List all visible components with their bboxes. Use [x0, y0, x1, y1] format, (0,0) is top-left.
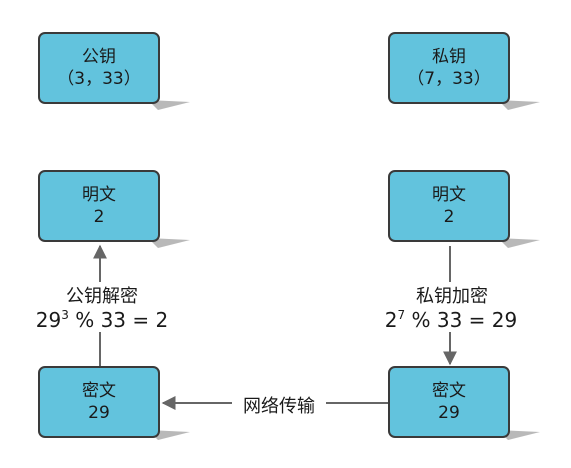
public-key-value: （3，33）	[57, 69, 141, 89]
ciphertext-left-title: 密文	[82, 381, 116, 401]
decrypt-label: 公钥解密	[50, 282, 154, 308]
ciphertext-left-box: 密文 29	[38, 366, 160, 438]
public-key-title: 公钥	[82, 47, 116, 67]
plaintext-right-title: 明文	[432, 185, 466, 205]
private-key-title: 私钥	[432, 47, 466, 67]
plaintext-left-title: 明文	[82, 185, 116, 205]
private-key-value: （7，33）	[407, 69, 491, 89]
public-key-box: 公钥 （3，33）	[38, 32, 160, 104]
plaintext-left-value: 2	[93, 207, 105, 227]
decrypt-formula: 293 % 33 = 2	[22, 308, 182, 332]
ciphertext-right-box: 密文 29	[388, 366, 510, 438]
private-key-box: 私钥 （7，33）	[388, 32, 510, 104]
plaintext-right-value: 2	[443, 207, 455, 227]
ciphertext-right-title: 密文	[432, 381, 466, 401]
encrypt-label: 私钥加密	[400, 282, 504, 308]
network-label: 网络传输	[232, 392, 326, 418]
box-shadows	[148, 100, 540, 440]
ciphertext-right-value: 29	[438, 403, 460, 423]
plaintext-left-box: 明文 2	[38, 170, 160, 242]
encrypt-formula: 27 % 33 = 29	[370, 308, 532, 332]
ciphertext-left-value: 29	[88, 403, 110, 423]
plaintext-right-box: 明文 2	[388, 170, 510, 242]
